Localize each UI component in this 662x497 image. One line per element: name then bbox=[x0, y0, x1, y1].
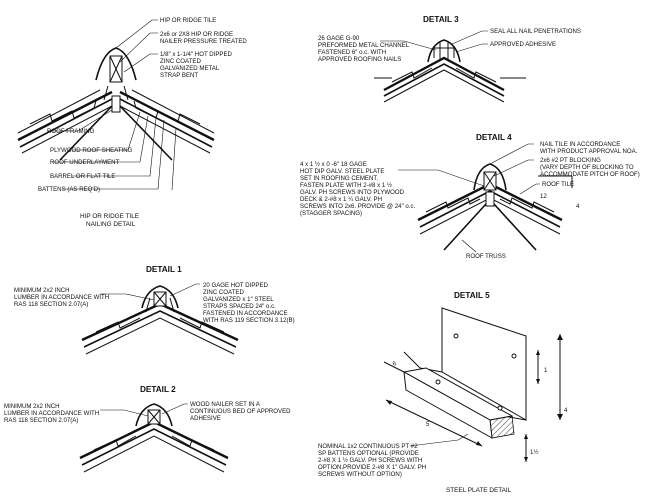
detail-1-left-note-line3: RAS 118 SECTION 2.07(A) bbox=[14, 301, 88, 308]
detail-4: DETAIL 4 NAIL TILE IN ACCORDANCE WITH PR… bbox=[300, 133, 640, 260]
label-nailer-line1: 2x6 or 2X8 HIP OR RIDGE bbox=[160, 31, 233, 38]
detail-3-seal-note: SEAL ALL NAIL PENETRATIONS bbox=[490, 28, 581, 35]
detail-5-dim-1-1-2: 1½ bbox=[530, 449, 538, 456]
detail-3-title: DETAIL 3 bbox=[423, 15, 459, 24]
detail-2-left-note-line2: LUMBER IN ACCORDANCE WITH bbox=[4, 410, 99, 417]
detail-1-right-note-line1: 20 GAGE HOT DIPPED bbox=[203, 282, 269, 289]
detail-5-note-line4: OPTION,PROVIDE 2-#8 X 1″ GALV. PH bbox=[318, 464, 426, 471]
detail-1-right-note-line3: GALVANIZED x 1″ STEEL bbox=[203, 296, 274, 303]
detail-1-left-note-line1: MINIMUM 2x2 INCH bbox=[14, 287, 70, 294]
detail-5-dim-4: 4 bbox=[564, 407, 568, 414]
hip-ridge-caption-line1: HIP OR RIDGE TILE bbox=[80, 213, 139, 220]
detail-4-pitch-rise: 4 bbox=[576, 203, 580, 210]
detail-1: DETAIL 1 MINIMUM 2x2 INCH LUMBER IN ACCO… bbox=[14, 265, 295, 355]
detail-4-note-line8: (STAGGER SPACING) bbox=[300, 210, 362, 217]
detail-3-note-line3: FASTENED 6″ o.c. WITH bbox=[318, 49, 386, 56]
detail-5-note-line2: SP BATTENS OPTIONAL (PROVIDE bbox=[318, 450, 419, 457]
detail-2-left-note-line3: RAS 118 SECTION 2.07(A) bbox=[4, 417, 78, 424]
detail-3-adhesive-note: APPROVED ADHESIVE bbox=[490, 41, 556, 48]
detail-3-note-line1: 26 GAGE G-90 bbox=[318, 35, 360, 42]
detail-4-nail-note-line2: WITH PRODUCT APPROVAL NOA. bbox=[540, 148, 638, 155]
detail-5-note-line5: SCREWS WITHOUT OPTION) bbox=[318, 471, 402, 478]
detail-1-left-note-line2: LUMBER IN ACCORDANCE WITH bbox=[14, 294, 109, 301]
detail-4-blocking-line2: (VARY DEPTH OF BLOCKING TO bbox=[540, 164, 634, 171]
detail-5-title: DETAIL 5 bbox=[454, 291, 490, 300]
detail-4-roof-tile-label: ROOF TILE bbox=[542, 181, 574, 188]
detail-2-right-note-line3: ADHESIVE bbox=[190, 415, 221, 422]
label-barrel-flat-tile: BARREL OR FLAT TILE bbox=[50, 173, 115, 180]
detail-4-drawing bbox=[417, 163, 573, 251]
detail-1-right-note-line6: WITH RAS 119 SECTION 3.12(B) bbox=[203, 317, 295, 324]
label-strap-line2: ZINC COATED bbox=[160, 58, 201, 65]
label-strap-line4: STRAP BENT bbox=[160, 72, 198, 79]
label-nailer-line2: NAILER PRESSURE TREATED bbox=[160, 38, 247, 45]
detail-2-drawing bbox=[79, 403, 229, 473]
detail-4-blocking-line1: 2x6 #2 PT BLOCKING bbox=[540, 157, 601, 164]
detail-3-note-line2: PREFORMED METAL CHANNEL bbox=[318, 42, 410, 49]
detail-5: DETAIL 5 bbox=[318, 291, 568, 494]
hip-ridge-detail: HIP OR RIDGE TILE 2x6 or 2X8 HIP OR RIDG… bbox=[17, 17, 247, 228]
hip-ridge-leaders bbox=[48, 19, 177, 191]
detail-5-note-line3: 2-#8 X 1 ½ GALV. PH SCREWS WITH bbox=[318, 457, 422, 464]
label-plywood-sheathing: PLYWOOD ROOF SHEATING bbox=[50, 147, 133, 154]
detail-4-note-line1: 4 x 1 ½ x 0 -6″ 18 GAGE bbox=[300, 161, 367, 168]
detail-2-title: DETAIL 2 bbox=[140, 385, 176, 394]
detail-4-note-line6: DECK & 2-#8 x 1 ¼ GALV. PH bbox=[300, 196, 382, 203]
detail-5-note-line1: NOMINAL 1x2 CONTINUOUS PT #2 bbox=[318, 443, 418, 450]
hip-ridge-caption-line2: NAILING DETAIL bbox=[86, 221, 136, 228]
label-roof-underlayment: ROOF UNDERLAYMENT bbox=[50, 159, 120, 166]
detail-2-left-note-line1: MINIMUM 2x2 INCH bbox=[4, 403, 60, 410]
detail-4-pitch-run: 12 bbox=[540, 193, 547, 200]
detail-1-right-note-line4: STRAPS SPACED 24″ o.c. bbox=[203, 303, 276, 310]
detail-5-dim-1: 1 bbox=[544, 367, 548, 374]
detail-1-right-note-line2: ZINC COATED bbox=[203, 289, 244, 296]
detail-3-note-line4: APPROVED ROOFING NAILS bbox=[318, 56, 401, 63]
label-roof-framing: ROOF FRAMING bbox=[47, 128, 95, 135]
detail-4-note-line2: HOT DIP GALV. STEEL PLATE bbox=[300, 168, 384, 175]
detail-4-nail-note-line1: NAIL TILE IN ACCORDANCE bbox=[540, 141, 620, 148]
detail-5-dim-5: 5 bbox=[426, 421, 430, 428]
detail-5-drawing bbox=[383, 307, 563, 462]
detail-2-right-note-line1: WOOD NAILER SET IN A bbox=[190, 401, 261, 408]
detail-3: DETAIL 3 26 GAGE G-90 PREFORMED METAL CH… bbox=[318, 15, 581, 103]
detail-4-note-line3: SET IN ROOFING CEMENT. bbox=[300, 175, 378, 182]
detail-4-blocking-line3: ACCOMMODATE PITCH OF ROOF) bbox=[540, 171, 640, 178]
detail-1-right-note-line5: FASTENED IN ACCORDANCE bbox=[203, 310, 288, 317]
detail-2: DETAIL 2 MINIMUM 2x2 INCH LUMBER IN ACCO… bbox=[4, 385, 291, 473]
detail-1-title: DETAIL 1 bbox=[146, 265, 182, 274]
label-battens: BATTENS (AS REQ'D) bbox=[38, 186, 100, 193]
hip-ridge-drawing bbox=[17, 47, 215, 161]
detail-4-note-line7: SCREWS INTO 2x6. PROVIDE @ 24″ o.c. bbox=[300, 203, 416, 210]
label-strap-line3: GALVANIZED METAL bbox=[160, 65, 220, 72]
detail-2-right-note-line2: CONTINUOUS BED OF APPROVED bbox=[190, 408, 291, 415]
detail-4-note-line5: GALV. PH SCREWS INTO PLYWOOD bbox=[300, 189, 405, 196]
detail-1-drawing bbox=[81, 285, 239, 355]
label-hip-ridge-tile: HIP OR RIDGE TILE bbox=[160, 17, 216, 24]
detail-4-title: DETAIL 4 bbox=[476, 133, 512, 142]
detail-4-note-line4: FASTEN PLATE WITH 2-#8 x 1 ½ bbox=[300, 182, 392, 189]
label-strap-line1: 1/8″ x 1-1/4″ HOT DIPPED bbox=[160, 51, 233, 58]
detail-5-dim-6: 6 bbox=[392, 360, 399, 368]
detail-4-roof-truss-label: ROOF TRUSS bbox=[466, 253, 506, 260]
detail-3-drawing bbox=[374, 39, 526, 103]
detail-5-caption: STEEL PLATE DETAIL bbox=[446, 487, 512, 494]
